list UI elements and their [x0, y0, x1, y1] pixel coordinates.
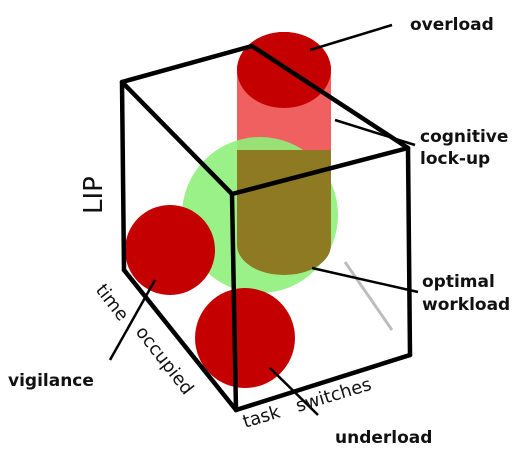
optimal-label-line1: optimal [422, 272, 495, 292]
occupied-axis-label: occupied [131, 322, 198, 399]
hidden-edge [345, 262, 392, 330]
vigilance-label: vigilance [8, 371, 94, 391]
cognitive-label-line1: cognitive [420, 127, 508, 147]
underload-label: underload [335, 428, 432, 448]
time-axis-label: time [91, 280, 133, 325]
underload-disc [195, 288, 295, 388]
vigilance-disc [125, 205, 215, 295]
column-overlap-region [237, 150, 331, 275]
overload-cap [237, 32, 331, 108]
lockup-label-line2: lock-up [420, 149, 490, 169]
workload-label-line2: workload [422, 295, 510, 315]
overload-label: overload [410, 15, 494, 35]
lip-axis-label: LIP [79, 176, 109, 214]
